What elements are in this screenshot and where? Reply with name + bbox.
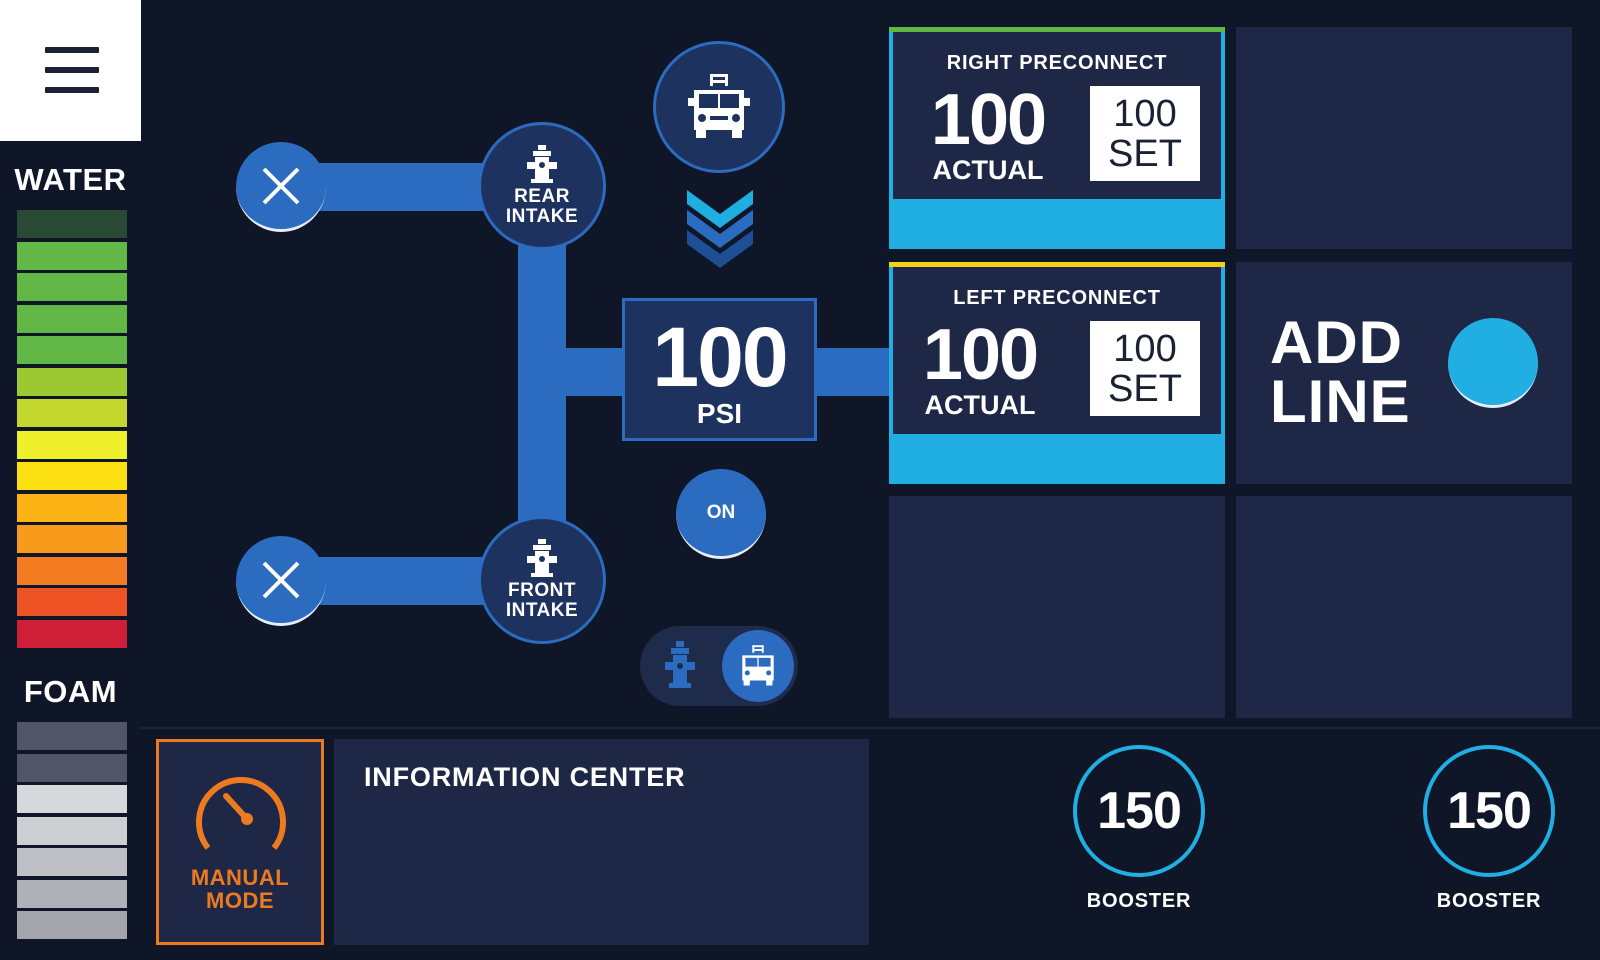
booster-2-label: BOOSTER xyxy=(1436,890,1542,912)
pump-on-label: ON xyxy=(706,501,736,523)
rear-intake-sublabel: INTAKE xyxy=(505,206,579,227)
booster-2-gauge[interactable]: 150 xyxy=(1423,745,1555,877)
water-level-segment xyxy=(17,336,127,364)
water-level-segment xyxy=(17,462,127,490)
hydrant-icon xyxy=(527,145,557,183)
booster-1-label: BOOSTER xyxy=(1086,890,1192,912)
close-front-intake-button[interactable] xyxy=(236,536,326,626)
water-level-segment xyxy=(17,556,127,585)
left-preconnect-title: LEFT PRECONNECT xyxy=(953,287,1161,309)
booster-2-value: 150 xyxy=(1447,782,1532,840)
manifold-to-pump-pipe xyxy=(560,348,630,396)
foam-level-segment xyxy=(17,911,127,939)
manual-mode-sublabel: MODE xyxy=(206,888,274,913)
left-preconnect-set-value: 100 xyxy=(1113,328,1177,370)
information-center-title: INFORMATION CENTER xyxy=(364,762,686,792)
close-icon xyxy=(262,561,300,598)
pump-pressure-value: 100 xyxy=(652,310,788,404)
booster-1-gauge[interactable]: 150 xyxy=(1073,745,1205,877)
water-level-segment xyxy=(17,493,127,522)
right-preconnect-setpoint[interactable]: 100 SET xyxy=(1090,86,1200,181)
water-level-segment xyxy=(17,210,127,238)
right-preconnect-actual-label: ACTUAL xyxy=(932,155,1044,185)
water-level-segment xyxy=(17,588,127,616)
speedometer-icon xyxy=(196,777,286,850)
water-level-segment xyxy=(17,304,127,333)
right-preconnect-panel[interactable]: RIGHT PRECONNECT 100 ACTUAL 100 SET xyxy=(889,27,1225,249)
foam-level-segment xyxy=(17,753,127,782)
foam-label: FOAM xyxy=(23,674,118,709)
front-intake-label: FRONT xyxy=(508,580,576,601)
fire-truck-icon xyxy=(742,645,774,686)
manual-mode-label: MANUAL xyxy=(190,865,290,890)
water-level-segment xyxy=(17,241,127,270)
add-line-label-line2: LINE xyxy=(1270,368,1411,435)
right-preconnect-title: RIGHT PRECONNECT xyxy=(946,52,1168,74)
rear-intake-label: REAR xyxy=(514,186,570,207)
water-label: WATER xyxy=(14,162,127,197)
flow-direction-chevron-icon xyxy=(687,190,753,268)
left-preconnect-actual-value: 100 xyxy=(922,315,1039,395)
left-preconnect-setpoint[interactable]: 100 SET xyxy=(1090,321,1200,416)
water-level-segment xyxy=(17,399,127,427)
water-level-segment xyxy=(17,273,127,301)
right-preconnect-accent xyxy=(889,27,1225,32)
close-rear-intake-button[interactable] xyxy=(236,142,326,232)
right-preconnect-set-label: SET xyxy=(1108,133,1182,175)
water-level-segment xyxy=(17,367,127,396)
foam-level-segment xyxy=(17,785,127,813)
pump-discharge-pipe xyxy=(815,348,890,396)
add-line-button[interactable] xyxy=(1448,318,1538,408)
left-preconnect-accent xyxy=(889,262,1225,267)
manual-mode-button[interactable]: MANUAL MODE xyxy=(156,739,324,945)
foam-level-segment xyxy=(17,879,127,908)
intake-manifold-pipe xyxy=(518,220,566,560)
hamburger-menu-icon[interactable] xyxy=(45,47,99,95)
foam-level-segment xyxy=(17,848,127,876)
fire-truck-icon xyxy=(688,74,750,138)
water-level-segment xyxy=(17,525,127,553)
pump-on-button[interactable]: ON xyxy=(676,469,766,559)
booster-1-value: 150 xyxy=(1097,782,1182,840)
water-level-segment xyxy=(17,430,127,459)
right-preconnect-set-value: 100 xyxy=(1113,93,1177,135)
information-center-panel: INFORMATION CENTER xyxy=(334,739,869,945)
foam-level-segment xyxy=(17,816,127,845)
empty-line-slot xyxy=(889,496,1225,718)
left-preconnect-actual-label: ACTUAL xyxy=(924,390,1036,420)
add-line-label: ADD LINE xyxy=(1270,313,1411,432)
hydrant-icon[interactable] xyxy=(663,641,697,689)
tank-source-toggle-option[interactable] xyxy=(722,630,794,702)
tank-source-button[interactable] xyxy=(653,41,785,173)
left-preconnect-set-label: SET xyxy=(1108,368,1182,410)
water-level-segment xyxy=(17,619,127,648)
left-preconnect-panel[interactable]: LEFT PRECONNECT 100 ACTUAL 100 SET xyxy=(889,262,1225,484)
empty-line-slot xyxy=(1236,27,1572,249)
pump-pressure-unit: PSI xyxy=(696,398,743,429)
right-preconnect-actual-value: 100 xyxy=(930,80,1047,160)
bottom-divider xyxy=(141,727,1600,729)
front-intake-sublabel: INTAKE xyxy=(505,600,579,621)
empty-line-slot xyxy=(1236,496,1572,718)
pump-pressure-display: 100 PSI xyxy=(622,298,817,441)
hydrant-icon xyxy=(527,539,557,577)
close-icon xyxy=(262,167,300,204)
add-line-label-line1: ADD xyxy=(1270,309,1403,376)
foam-level-segment xyxy=(17,722,127,750)
